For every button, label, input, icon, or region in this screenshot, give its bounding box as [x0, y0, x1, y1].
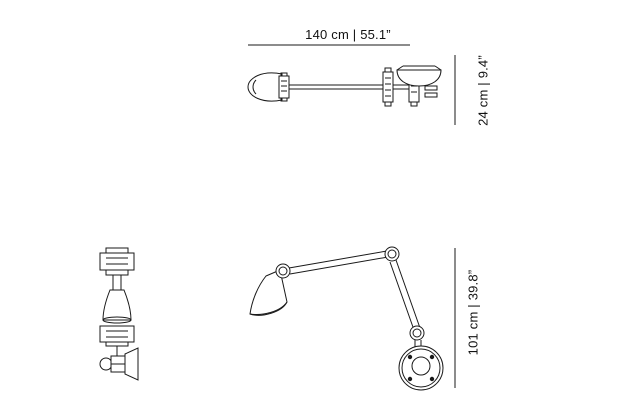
lamp-top-view [247, 65, 442, 107]
lamp-front-view [99, 247, 139, 381]
lamp-side-view [249, 246, 444, 391]
width-dimension-label: 140 cm | 55.1” [305, 27, 391, 42]
height-dimension-label-top: 24 cm | 9.4” [475, 55, 491, 126]
height-dimension-label-side: 101 cm | 39.8” [465, 269, 481, 356]
